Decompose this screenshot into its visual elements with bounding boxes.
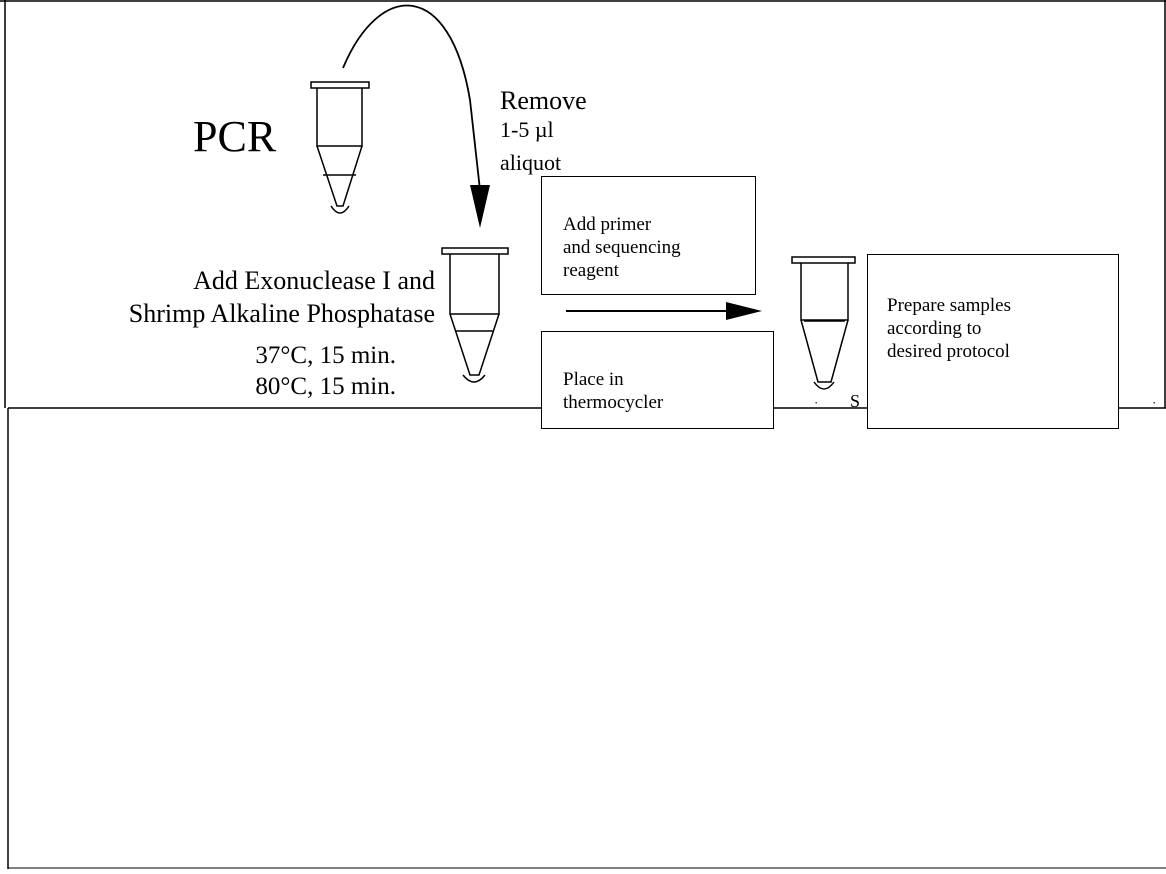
exo-step-line1: Add Exonuclease I and [193,266,435,295]
thermocycler-box: Place in thermocycler [541,331,774,429]
lower-panel-frame [7,407,1166,869]
svg-text:S: S [850,391,860,411]
remove-step-line3: aliquot [500,150,561,175]
forward-arrow-icon [566,302,762,320]
pcr-label: PCR [193,112,277,161]
prepare-samples-text: Prepare samples according to desired pro… [887,295,1011,362]
exo-tube-icon [441,247,509,383]
pcr-tube-icon [310,81,370,214]
exo-step-temp2: 80°C, 15 min. [255,373,396,400]
exo-step-temp1: 37°C, 15 min. [255,342,396,369]
transfer-arrow-icon [342,4,490,228]
svg-text:·: · [814,395,818,410]
svg-text:·: · [1152,395,1156,410]
exo-step-line2: Shrimp Alkaline Phosphatase [129,299,435,328]
thermocycler-text: Place in thermocycler [563,369,664,413]
prepare-samples-box: Prepare samples according to desired pro… [867,254,1119,429]
sequencing-tube-icon [791,256,856,390]
upper-panel-frame [0,0,1166,408]
clipped-text-fragment: · S · [814,391,1156,411]
add-primer-box: Add primer and sequencing reagent [541,176,756,295]
add-primer-text: Add primer and sequencing reagent [563,214,681,281]
remove-step-line1: Remove [500,86,587,115]
remove-step-line2: 1-5 µl [500,117,554,142]
